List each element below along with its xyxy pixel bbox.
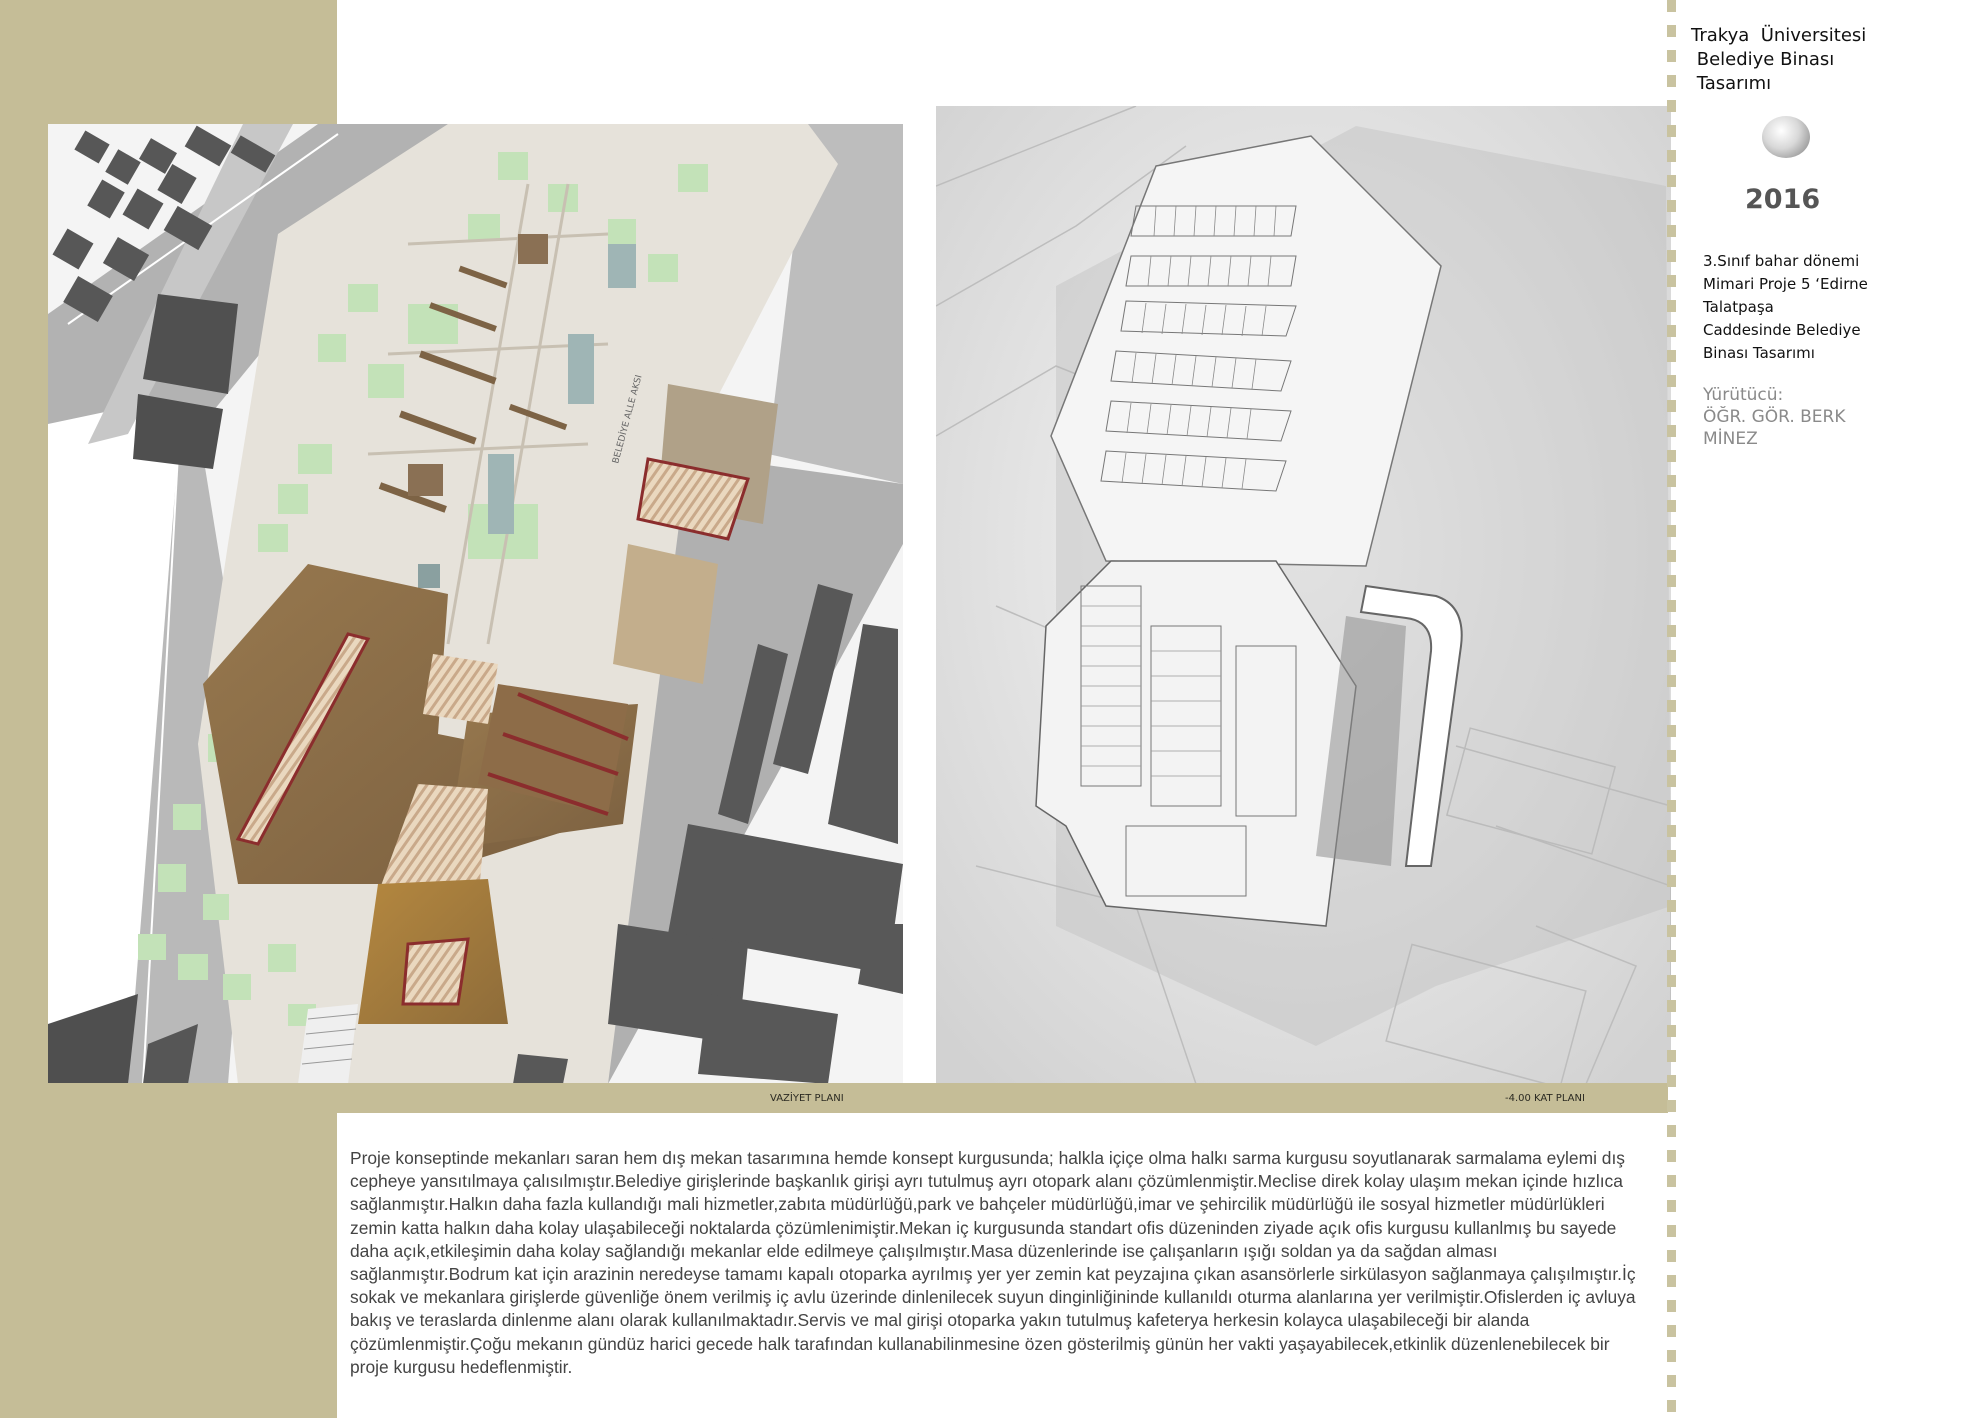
title-line-3: Tasarımı [1691,73,1772,94]
course-line-2: Mimari Proje 5 ‘Edirne [1703,275,1868,293]
course-line-3: Talatpaşa [1703,298,1774,316]
site-plan-drawing: BELEDİYE ALLE AKSI [48,124,903,1084]
top-margin [337,0,1667,124]
dark-block-2 [133,394,223,469]
site-plan-caption: VAZİYET PLANI [770,1093,844,1104]
course-line-1: 3.Sınıf bahar dönemi [1703,252,1860,270]
parking-deck [1050,135,1442,567]
neighbor-buildings-east [513,584,903,1084]
caption-band [48,1083,1668,1113]
course-line-5: Binası Tasarımı [1703,344,1815,362]
project-title: Trakya Üniversitesi Belediye Binası Tasa… [1691,24,1866,96]
title-panel [1667,0,1969,1418]
text-area-background [337,1112,1667,1418]
dark-block-1 [143,294,238,394]
site-plan-svg: BELEDİYE ALLE AKSI [48,124,903,1084]
pergola-elements [378,265,568,513]
floor-plan-drawing [936,106,1671,1084]
course-info: 3.Sınıf bahar dönemi Mimari Proje 5 ‘Edi… [1703,250,1868,365]
concept-paragraph: Proje konseptinde mekanları saran hem dı… [350,1148,1636,1377]
university-logo [1762,116,1810,158]
water-pool [608,244,636,288]
floor-plan-caption: -4.00 KAT PLANI [1505,1093,1585,1104]
parking-rows [1100,205,1297,492]
supervisor-info: Yürütücü: ÖĞR. GÖR. BERK MİNEZ [1703,384,1846,450]
neighbor-buildings-northwest [52,125,276,322]
title-line-1: Trakya Üniversitesi [1691,25,1867,46]
year-label: 2016 [1745,184,1821,215]
title-line-2: Belediye Binası [1691,49,1835,70]
supervisor-name-2: MİNEZ [1703,429,1758,449]
parking-bays [1121,205,1277,490]
basement-offices [1035,560,1357,927]
course-line-4: Caddesinde Belediye [1703,321,1861,339]
vehicle-ramp [1359,584,1463,867]
floor-plan-svg [936,106,1671,1084]
supervisor-label: Yürütücü: [1703,385,1784,405]
supervisor-name-1: ÖĞR. GÖR. BERK [1703,407,1846,427]
